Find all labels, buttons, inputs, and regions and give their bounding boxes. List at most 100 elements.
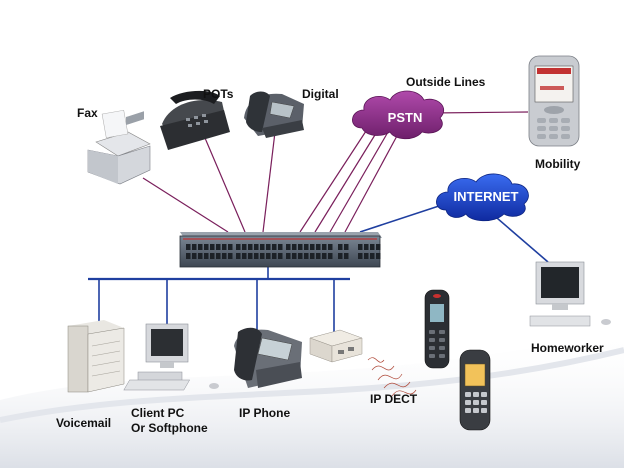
switch-port bbox=[370, 244, 375, 250]
label-mobility: Mobility bbox=[535, 157, 581, 171]
label-client-pc-line2: Or Softphone bbox=[131, 421, 208, 435]
switch-port bbox=[192, 244, 197, 250]
switch-port bbox=[376, 244, 381, 250]
switch-port bbox=[254, 253, 259, 259]
switch-port bbox=[222, 253, 227, 259]
analog-phone-icon bbox=[160, 90, 230, 150]
label-client-pc-line1: Client PC bbox=[131, 406, 185, 420]
dect-base-icon bbox=[309, 329, 363, 363]
switch-port bbox=[338, 253, 343, 259]
lan-links bbox=[88, 203, 549, 332]
switch-port bbox=[210, 244, 215, 250]
switch-port bbox=[272, 244, 277, 250]
link-pstn-4 bbox=[344, 133, 399, 233]
label-pots: POTs bbox=[203, 87, 234, 101]
dect-handset-icon bbox=[424, 289, 450, 369]
switch-port bbox=[248, 244, 253, 250]
label-homeworker: Homeworker bbox=[531, 341, 604, 355]
switch-port bbox=[222, 244, 227, 250]
switch-port bbox=[310, 253, 315, 259]
switch-port bbox=[358, 244, 363, 250]
label-outside-lines: Outside Lines bbox=[406, 75, 486, 89]
switch-port bbox=[328, 244, 333, 250]
label-ip-dect: IP DECT bbox=[370, 392, 418, 406]
switch-port bbox=[204, 253, 209, 259]
ip-phone-icon bbox=[234, 327, 302, 388]
label-digital: Digital bbox=[302, 87, 339, 101]
switch-port bbox=[322, 244, 327, 250]
switch-port bbox=[278, 253, 283, 259]
switch-port bbox=[310, 244, 315, 250]
switch-port bbox=[236, 244, 241, 250]
pstn-cloud bbox=[352, 90, 445, 140]
switch-port bbox=[278, 244, 283, 250]
background-swoosh-line bbox=[0, 347, 624, 423]
switch-port bbox=[272, 253, 277, 259]
switch-port bbox=[210, 253, 215, 259]
internet-cloud-label: INTERNET bbox=[453, 189, 519, 204]
switch-port bbox=[344, 244, 349, 250]
link-pstn-3 bbox=[329, 131, 389, 233]
switch-port bbox=[304, 244, 309, 250]
switch-port bbox=[344, 253, 349, 259]
mobile-phone-icon bbox=[528, 55, 580, 147]
label-fax: Fax bbox=[77, 106, 98, 120]
label-ip-phone: IP Phone bbox=[239, 406, 291, 420]
switch-port bbox=[316, 253, 321, 259]
dect-handset-icon-2 bbox=[459, 349, 491, 431]
dect-waves bbox=[367, 357, 417, 397]
switch-port bbox=[316, 244, 321, 250]
analog-links bbox=[142, 111, 529, 233]
switch-port bbox=[286, 253, 291, 259]
switch-port bbox=[248, 253, 253, 259]
switch-port bbox=[216, 244, 221, 250]
switch-port bbox=[186, 244, 191, 250]
pstn-cloud-label: PSTN bbox=[387, 110, 423, 125]
switch-port bbox=[304, 253, 309, 259]
link-pstn-1 bbox=[299, 127, 369, 233]
switch-port bbox=[198, 244, 203, 250]
switch-port bbox=[260, 253, 265, 259]
switch-port bbox=[292, 244, 297, 250]
switch-port bbox=[242, 244, 247, 250]
switch-port bbox=[216, 253, 221, 259]
internet-cloud bbox=[436, 173, 529, 222]
switch-port bbox=[376, 253, 381, 259]
switch-port bbox=[298, 253, 303, 259]
switch-port bbox=[298, 244, 303, 250]
switch-port bbox=[364, 244, 369, 250]
label-voicemail: Voicemail bbox=[56, 416, 112, 430]
switch-icon bbox=[179, 232, 382, 268]
switch-port bbox=[228, 244, 233, 250]
homeworker-pc-icon bbox=[529, 261, 611, 327]
link-homeworker bbox=[489, 211, 549, 263]
switch-port bbox=[292, 253, 297, 259]
switch-port bbox=[228, 253, 233, 259]
link-pots bbox=[204, 137, 246, 233]
switch-port bbox=[286, 244, 291, 250]
switch-port bbox=[204, 244, 209, 250]
switch-port bbox=[322, 253, 327, 259]
switch-port bbox=[260, 244, 265, 250]
switch-port bbox=[198, 253, 203, 259]
digital-phone-icon bbox=[244, 91, 304, 138]
link-mobility bbox=[429, 111, 529, 114]
switch-port bbox=[242, 253, 247, 259]
switch-port bbox=[328, 253, 333, 259]
switch-port bbox=[186, 253, 191, 259]
pc-icon bbox=[123, 323, 219, 391]
fax-machine-icon bbox=[87, 109, 151, 185]
switch-port bbox=[338, 244, 343, 250]
link-fax bbox=[142, 177, 229, 233]
switch-port bbox=[370, 253, 375, 259]
link-pstn-2 bbox=[314, 129, 379, 233]
link-internet bbox=[359, 203, 446, 233]
link-digital bbox=[262, 131, 276, 233]
switch-port bbox=[236, 253, 241, 259]
switch-port bbox=[364, 253, 369, 259]
voicemail-server-icon bbox=[67, 320, 125, 393]
switch-port bbox=[192, 253, 197, 259]
switch-port bbox=[266, 253, 271, 259]
